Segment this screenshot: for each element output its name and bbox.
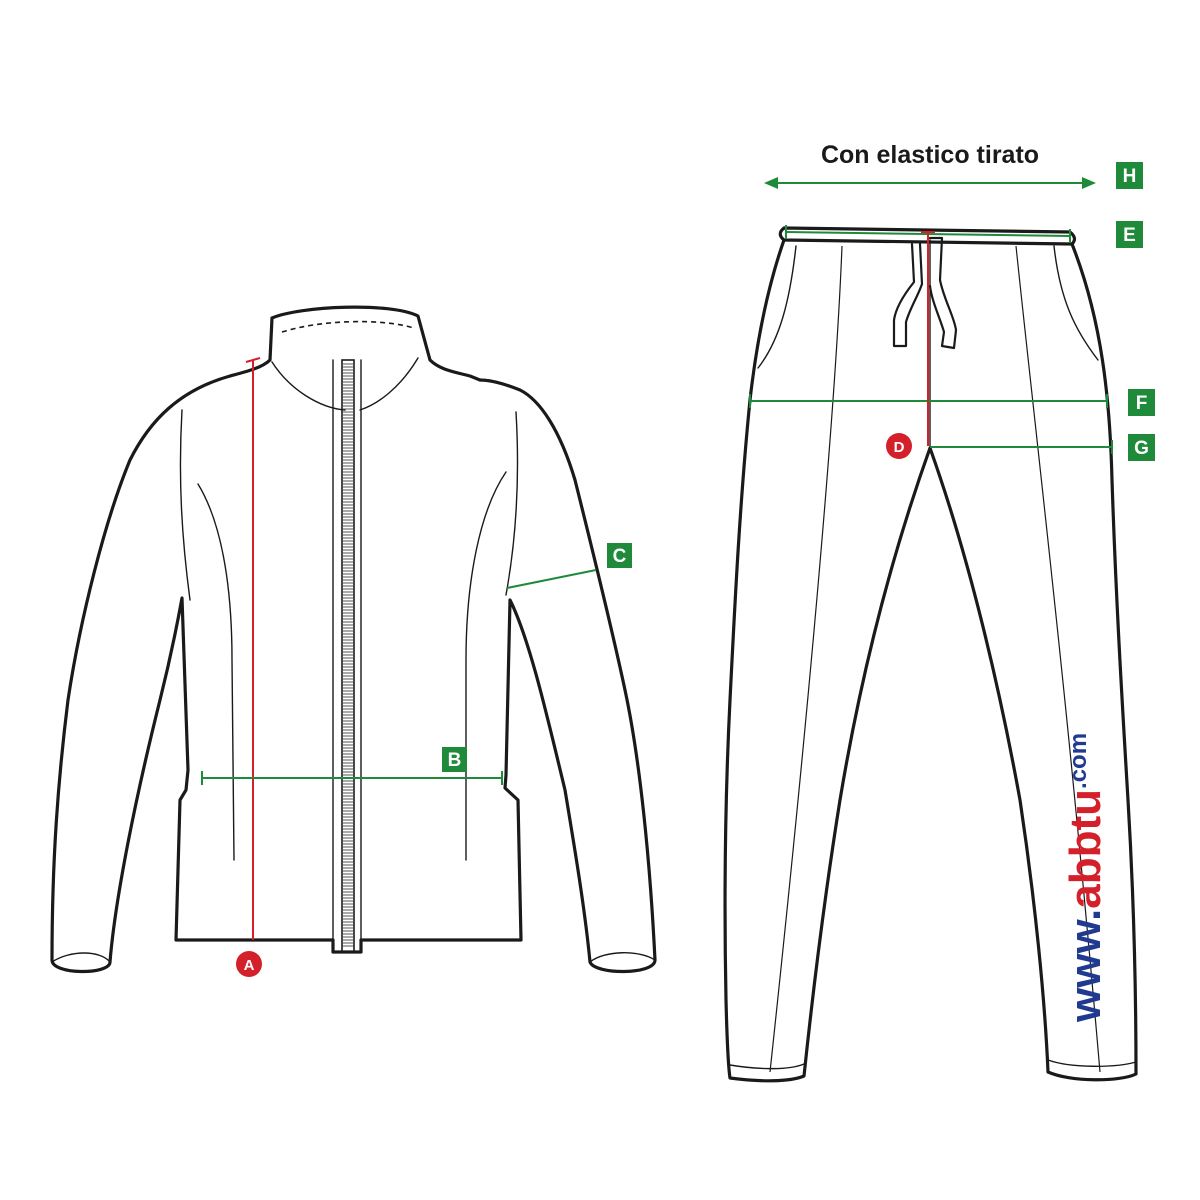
badge-b-label: B bbox=[448, 750, 462, 771]
jacket-zipper-track bbox=[341, 359, 355, 953]
badge-c-label: C bbox=[613, 546, 627, 567]
badge-e: E bbox=[1116, 221, 1143, 248]
jacket-right-cuff bbox=[589, 952, 656, 963]
jacket-measurements bbox=[201, 357, 597, 940]
badge-g: G bbox=[1128, 434, 1155, 461]
badge-e-label: E bbox=[1123, 225, 1136, 246]
measure-line-c bbox=[506, 569, 597, 589]
jacket-right-armhole bbox=[505, 411, 519, 596]
badge-h-label: H bbox=[1123, 166, 1137, 187]
watermark-logo: www.abbtu.com bbox=[1061, 733, 1110, 1023]
jacket-left-cuff bbox=[51, 952, 111, 963]
watermark-www: www. bbox=[1061, 909, 1110, 1023]
badge-f-label: F bbox=[1136, 393, 1148, 414]
trousers-left-crease bbox=[769, 245, 843, 1073]
jacket-illustration bbox=[50, 305, 657, 974]
trousers-drawstring-right bbox=[928, 236, 958, 350]
trousers-right-pocket bbox=[1053, 245, 1099, 361]
jacket-left-armhole bbox=[179, 409, 191, 601]
trousers-outline bbox=[723, 238, 1138, 1083]
watermark-tld: .com bbox=[1065, 733, 1092, 789]
trousers-left-hem bbox=[729, 1063, 805, 1070]
badge-h: H bbox=[1116, 162, 1143, 189]
measure-line-h-arrow-left bbox=[764, 177, 778, 189]
trousers-left-pocket bbox=[757, 245, 797, 369]
jacket-zipper-teeth bbox=[343, 363, 353, 947]
badge-b: B bbox=[442, 747, 467, 772]
jacket-right-seam bbox=[465, 471, 507, 861]
trousers-right-crease bbox=[1015, 245, 1101, 1073]
badge-f: F bbox=[1128, 389, 1155, 416]
jacket-body-outline bbox=[50, 374, 657, 974]
jacket-collar-fold bbox=[271, 357, 419, 411]
trousers-drawstring-left bbox=[892, 242, 924, 348]
trousers-illustration bbox=[723, 226, 1138, 1083]
badge-a-label: A bbox=[244, 957, 255, 974]
badge-g-label: G bbox=[1134, 438, 1149, 459]
trousers-measurements bbox=[749, 177, 1113, 454]
measure-line-a-cap bbox=[245, 357, 261, 363]
elastic-label: Con elastico tirato bbox=[821, 141, 1039, 169]
measure-line-h-arrow-right bbox=[1082, 177, 1096, 189]
watermark-brand: abbtu bbox=[1061, 789, 1110, 909]
jacket-collar-stitch bbox=[281, 320, 415, 333]
trousers-right-hem bbox=[1047, 1059, 1137, 1067]
badge-a: A bbox=[236, 951, 262, 977]
jacket-collar bbox=[228, 305, 482, 382]
svg-text:www.abbtu.com: www.abbtu.com bbox=[1061, 733, 1110, 1023]
badge-c: C bbox=[607, 543, 632, 568]
badge-d-label: D bbox=[894, 439, 905, 456]
jacket-left-seam bbox=[197, 483, 235, 861]
badge-d: D bbox=[886, 433, 912, 459]
